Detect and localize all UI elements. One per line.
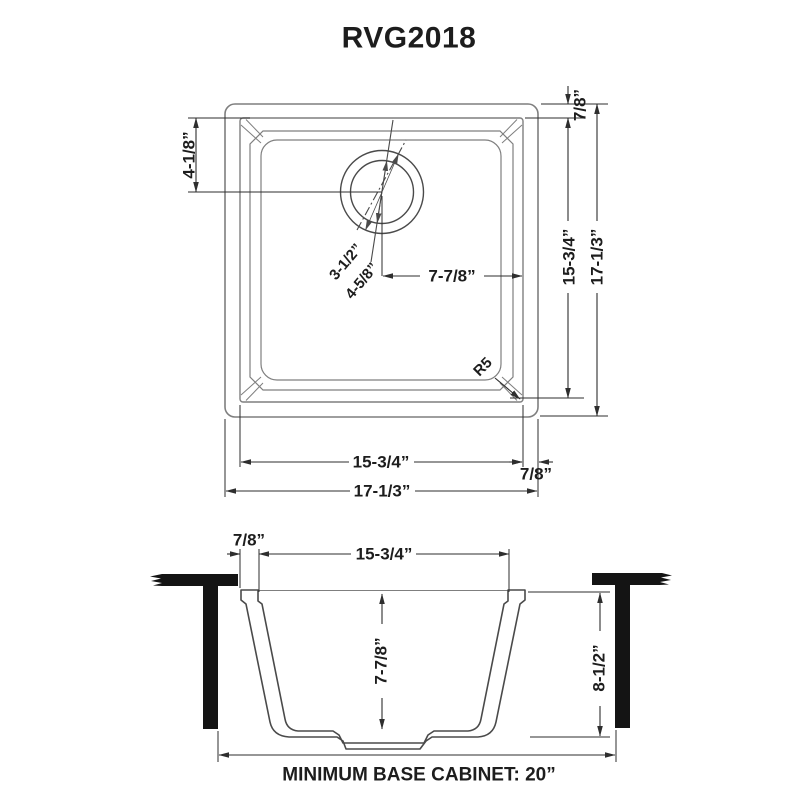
top-view: 7/8” 4-1/8” 3-1/2” 4-5/8” 7-7/8” R5 15-3… (180, 86, 608, 501)
countertop-right (592, 573, 672, 585)
top-view-bowl-slope-edge (249, 130, 514, 391)
dim-inner-height-right: 15-3/4” (560, 229, 579, 286)
dim-bowl-depth: 7-7/8” (372, 637, 391, 684)
cabinet-side-right (615, 584, 630, 728)
top-view-outer-edge (224, 103, 539, 418)
dim-rim-width-bottom-right: 7/8” (520, 465, 552, 484)
section-dimension-lines (218, 551, 616, 758)
dim-drain-offset-left: 4-1/8” (180, 131, 199, 178)
dim-overall-height: 8-1/2” (590, 644, 609, 691)
dim-rim-width-top-right: 7/8” (571, 89, 590, 121)
countertop-left (150, 574, 238, 586)
dim-drain-to-wall: 7-7/8” (428, 267, 475, 286)
sink-cross-section (240, 589, 526, 750)
section-view: 7/8” 15-3/4” 7-7/8” 8-1/2” MINIMUM BASE … (150, 531, 672, 786)
cabinet-note: MINIMUM BASE CABINET: 20” (282, 765, 555, 786)
dim-inner-width-bottom: 15-3/4” (353, 453, 410, 472)
dim-corner-radius: R5 (470, 354, 496, 380)
section-extension-lines (217, 549, 617, 762)
top-view-dimension-lines (193, 86, 600, 494)
model-number-title: RVG2018 (342, 22, 477, 55)
dim-outer-height-right: 17-1/3” (588, 229, 607, 286)
corner-bevel-lines (240, 119, 523, 401)
cabinet-side-left (203, 586, 218, 729)
dim-section-inner-width: 15-3/4” (356, 545, 413, 564)
top-view-rim-inner-edge (239, 117, 524, 403)
top-view-bowl-floor-edge (260, 139, 502, 381)
drain-diameter-arrows (365, 153, 399, 231)
top-view-extension-lines (188, 103, 608, 497)
dim-outer-width-bottom: 17-1/3” (354, 482, 411, 501)
dim-section-rim-width: 7/8” (233, 531, 265, 550)
